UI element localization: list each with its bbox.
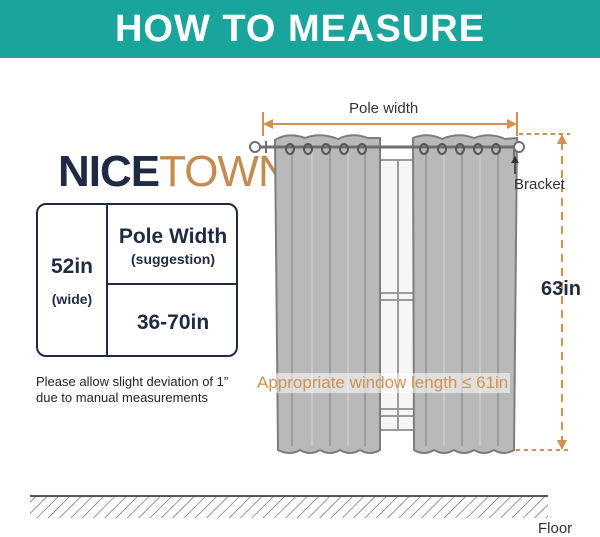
pole-width-heading: Pole Width — [118, 225, 228, 248]
pole-width-subheading: (suggestion) — [131, 251, 215, 267]
curtain-rod — [249, 141, 525, 160]
left-curtain-panel — [273, 134, 381, 454]
floor-label: Floor — [538, 520, 573, 537]
deviation-note: Please allow slight deviation of 1” due … — [36, 374, 228, 406]
deviation-note-line1: Please allow slight deviation of 1” — [36, 374, 229, 389]
floor — [30, 495, 548, 518]
table-divider-horizontal — [106, 283, 238, 285]
pole-width-range: 36-70in — [136, 311, 210, 334]
pole-width-spec-table: 52in (wide) Pole Width (suggestion) 36-7… — [36, 203, 238, 357]
deviation-note-line2: due to manual measurements — [36, 390, 208, 405]
pole-width-label: Pole width — [349, 100, 419, 117]
curtain-height-label: 63in — [541, 278, 582, 300]
right-curtain-panel — [411, 134, 519, 454]
bracket-pointer — [511, 156, 519, 174]
header-banner: HOW TO MEASURE — [0, 0, 600, 58]
brand-logo: NICETOWN — [58, 147, 290, 196]
brand-logo-part1: NICE — [58, 147, 160, 196]
pole-width-dimension — [262, 112, 518, 136]
grommet-rings — [285, 143, 501, 155]
curtain-width-value: 52in — [50, 255, 94, 278]
bracket-label: Bracket — [514, 176, 565, 193]
table-divider-vertical — [106, 205, 108, 355]
brand-logo-part2: TOWN — [159, 147, 290, 196]
window-length-label: Appropriate window length ≤ 61in — [255, 373, 511, 393]
height-dimension — [516, 133, 570, 451]
curtain-width-note: (wide) — [51, 291, 93, 307]
banner-title: HOW TO MEASURE — [114, 7, 486, 50]
